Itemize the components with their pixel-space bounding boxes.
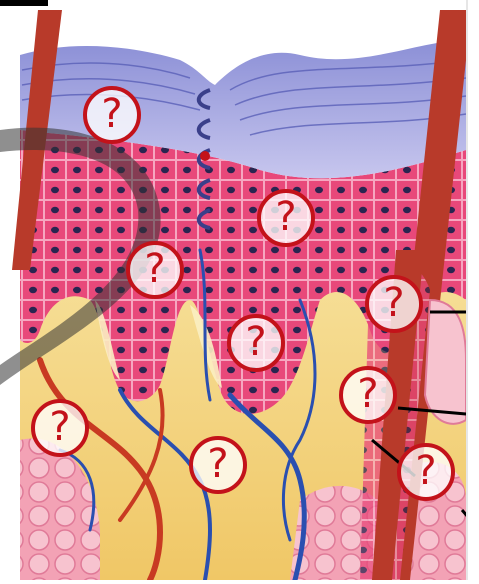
question-marker-8[interactable]: ? bbox=[189, 436, 247, 494]
question-marker-label: ? bbox=[415, 451, 436, 491]
question-marker-label: ? bbox=[207, 444, 228, 484]
question-marker-6[interactable]: ? bbox=[339, 366, 397, 424]
question-marker-4[interactable]: ? bbox=[365, 275, 423, 333]
question-marker-2[interactable]: ? bbox=[257, 189, 315, 247]
question-marker-label: ? bbox=[245, 322, 266, 362]
sebaceous-gland bbox=[425, 300, 466, 424]
question-marker-1[interactable]: ? bbox=[83, 86, 141, 144]
question-marker-label: ? bbox=[101, 94, 122, 134]
question-marker-label: ? bbox=[357, 374, 378, 414]
question-marker-label: ? bbox=[383, 283, 404, 323]
question-marker-label: ? bbox=[275, 197, 296, 237]
question-marker-5[interactable]: ? bbox=[227, 314, 285, 372]
question-marker-label: ? bbox=[144, 249, 165, 289]
question-marker-label: ? bbox=[49, 407, 70, 447]
question-marker-9[interactable]: ? bbox=[397, 443, 455, 501]
question-marker-7[interactable]: ? bbox=[31, 399, 89, 457]
question-marker-3[interactable]: ? bbox=[126, 241, 184, 299]
corner-tab bbox=[0, 0, 48, 6]
